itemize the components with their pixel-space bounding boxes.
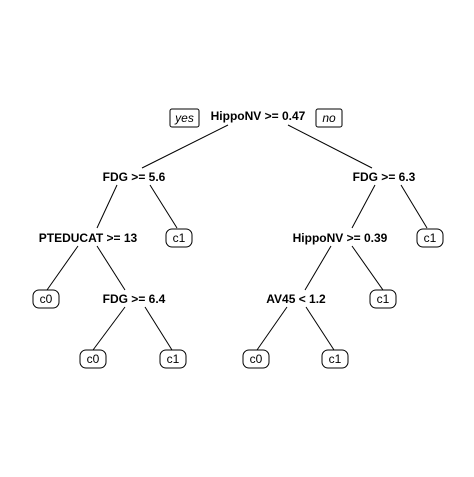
edge-root-left [141, 124, 229, 169]
leaf-right-left-left-left: c0 [242, 349, 270, 369]
split-root: HippoNV >= 0.47 [211, 109, 306, 123]
edge-rll-rllr [305, 306, 335, 351]
leaf-left-left-left: c0 [32, 289, 60, 309]
edge-ll-llr [96, 245, 126, 291]
edge-rl-rlr [351, 245, 384, 291]
leaf-right-left-left-left-label: c0 [250, 352, 263, 366]
leaf-right-left-left-right-label: c1 [329, 352, 342, 366]
leaf-right-right: c1 [416, 228, 444, 248]
edge-right-rightleft [351, 184, 376, 229]
edge-rl-rll [304, 245, 332, 291]
leaf-right-right-label: c1 [424, 231, 437, 245]
edge-llr-llrl [92, 306, 126, 351]
tree-edges [46, 124, 428, 351]
branch-label-no-text: no [322, 111, 336, 125]
edge-left-leftleft [96, 184, 118, 229]
split-left-left-right: FDG >= 6.4 [103, 292, 166, 306]
edge-llr-llrr [144, 306, 173, 351]
branch-label-yes: yes [169, 108, 200, 128]
leaf-right-left-right: c1 [369, 289, 397, 309]
branch-label-no: no [315, 108, 343, 128]
split-right-left-left: AV45 < 1.2 [266, 292, 326, 306]
leaf-left-right: c1 [165, 228, 193, 248]
split-right-left: HippoNV >= 0.39 [293, 231, 388, 245]
split-right: FDG >= 6.3 [353, 170, 416, 184]
leaf-left-left-right-left: c0 [79, 349, 107, 369]
leaf-left-left-left-label: c0 [40, 292, 53, 306]
leaf-right-left-right-label: c1 [377, 292, 390, 306]
branch-label-yes-text: yes [174, 111, 194, 125]
leaf-left-right-label: c1 [173, 231, 186, 245]
split-left: FDG >= 5.6 [103, 170, 166, 184]
leaf-left-left-right-left-label: c0 [87, 352, 100, 366]
leaf-left-left-right-right: c1 [159, 349, 187, 369]
edge-ll-lll [46, 245, 79, 291]
edge-root-right [287, 124, 373, 169]
edge-left-leftright [149, 184, 178, 229]
edge-rll-rlll [256, 306, 288, 351]
leaf-left-left-right-right-label: c1 [167, 352, 180, 366]
split-left-left: PTEDUCAT >= 13 [39, 231, 138, 245]
edge-right-rightright [400, 184, 428, 229]
leaf-right-left-left-right: c1 [321, 349, 349, 369]
